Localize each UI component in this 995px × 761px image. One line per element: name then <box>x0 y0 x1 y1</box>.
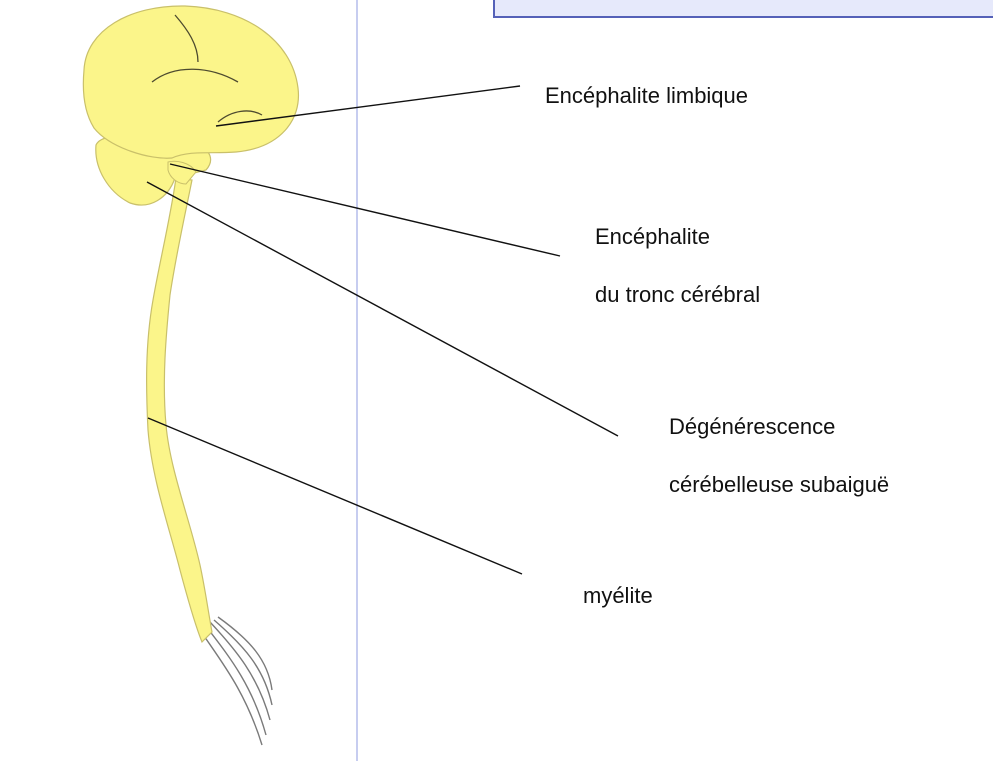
leader-lines <box>147 86 618 574</box>
label-limbic-encephalitis: Encéphalite limbique <box>545 83 748 109</box>
leader-line-cerebellar <box>147 182 618 436</box>
label-cerebellar-degeneration-line1: Dégénérescence <box>669 414 835 440</box>
label-myelitis: myélite <box>583 583 653 609</box>
leader-line-myelitis <box>148 418 522 574</box>
nerve-roots <box>200 617 272 745</box>
cerebrum <box>83 6 298 158</box>
leader-line-brainstem <box>170 164 560 256</box>
label-brainstem-encephalitis-line1: Encéphalite <box>595 224 710 250</box>
label-brainstem-encephalitis-line2: du tronc cérébral <box>595 282 760 308</box>
label-cerebellar-degeneration-line2: cérébelleuse subaiguë <box>669 472 889 498</box>
spinal-cord <box>147 178 212 642</box>
